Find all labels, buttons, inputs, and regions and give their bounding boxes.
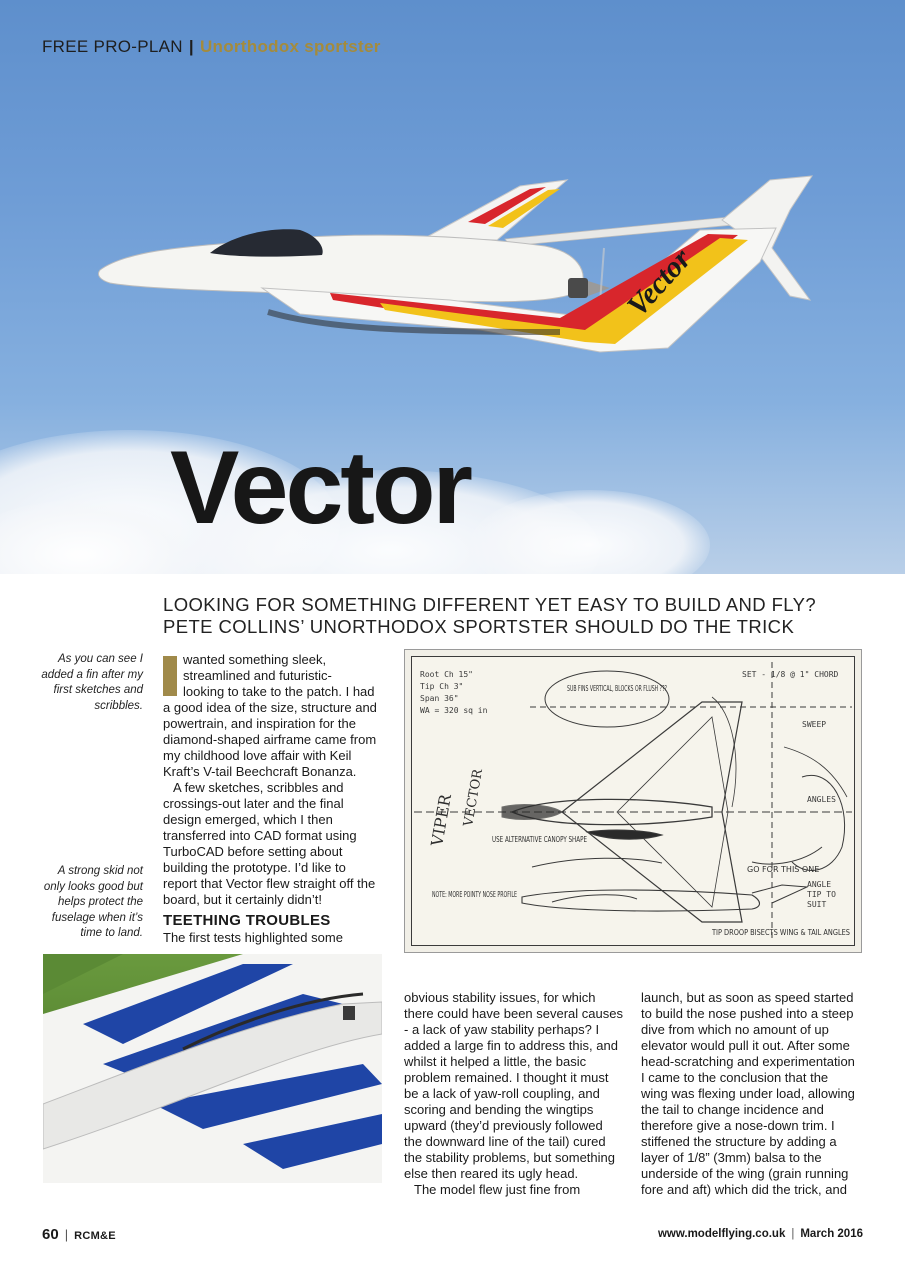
sketch-caption: As you can see I added a fin after my fi… <box>40 652 143 714</box>
body-line: looking to take to the patch. I had <box>183 684 375 699</box>
sketch-note: SUB FINS VERTICAL, BLOCKS OR FLUSH ??? <box>567 684 667 693</box>
wing-detail-photo <box>43 954 382 1183</box>
sketch-note: GO FOR THIS ONE <box>747 865 819 874</box>
svg-text:TIP TO: TIP TO <box>807 890 836 899</box>
svg-text:SET - 1/8 @ 1" CHORD: SET - 1/8 @ 1" CHORD <box>742 670 839 679</box>
svg-text:Root Ch 15": Root Ch 15" <box>420 670 473 679</box>
body-line: a good idea of the size, structure and <box>163 700 377 715</box>
sketch-note: NOTE: MORE POINTY NOSE PROFILE <box>432 890 517 899</box>
cloud <box>470 490 710 574</box>
caption-line: As you can see I <box>57 653 143 665</box>
svg-text:Tip Ch 3": Tip Ch 3" <box>420 682 463 691</box>
body-line: The first tests highlighted some <box>163 930 343 945</box>
footer-right: www.modelflying.co.uk|March 2016 <box>657 1228 863 1240</box>
body-line: wanted something sleek, <box>183 652 327 667</box>
body-line: stiffened the structure by adding a <box>641 1134 837 1149</box>
model-plane-illustration: Vector <box>97 175 813 353</box>
svg-text:WA = 320 sq in: WA = 320 sq in <box>420 706 488 715</box>
sketch-frame: Root Ch 15" Tip Ch 3" Span 36" WA = 320 … <box>411 656 855 946</box>
caption-line: time to land. <box>80 927 143 939</box>
body-line: diamond-shaped airframe came from <box>163 732 377 747</box>
footer-left: 60|RCM&E <box>42 1226 116 1243</box>
body-line: the stability problems, but something <box>404 1150 615 1165</box>
standfirst-line: LOOKING FOR SOMETHING DIFFERENT YET EASY… <box>163 594 817 615</box>
body-column-2: obvious stability issues, for which ther… <box>404 990 629 1198</box>
body-line: to build the nose pushed into a steep <box>641 1006 854 1021</box>
caption-line: helps protect the <box>57 896 143 908</box>
body-line: I came to the conclusion that the <box>641 1070 829 1085</box>
svg-text:ANGLES: ANGLES <box>807 795 836 804</box>
body-line: added a large fin to address this, and <box>404 1038 618 1053</box>
body-line: report that Vector flew straight off the <box>163 876 376 891</box>
section-separator: | <box>188 37 194 56</box>
caption-line: A strong skid not <box>57 865 143 877</box>
body-line: else then reared its ugly head. <box>404 1166 579 1181</box>
body-line: building the prototype. I’d like to <box>163 860 346 875</box>
body-line: A few sketches, scribbles and <box>173 780 344 795</box>
section-topic: Unorthodox sportster <box>199 37 381 56</box>
svg-text:Span 36": Span 36" <box>420 694 459 703</box>
standfirst-line: PETE COLLINS’ UNORTHODOX SPORTSTER SHOUL… <box>163 616 795 637</box>
body-line: be a lack of yaw-roll coupling, and <box>404 1086 600 1101</box>
body-line: powertrain, and inspiration for the <box>163 716 356 731</box>
body-line: crossings-out later and the final <box>163 796 344 811</box>
body-column-3: launch, but as soon as speed started to … <box>641 990 866 1198</box>
body-line: wing was flexing under load, allowing <box>641 1086 855 1101</box>
caption-line: scribbles. <box>94 699 143 712</box>
body-line: my childhood love affair with Keil <box>163 748 352 763</box>
section-header: FREE PRO-PLAN | Unorthodox sportster <box>42 37 381 57</box>
hero-photo: Vector FREE PRO-PLAN | Unorthodox sportste… <box>0 0 905 574</box>
body-line: fore and aft) which did the trick, and <box>641 1182 847 1197</box>
body-line: the tail to change incidence and <box>641 1102 824 1117</box>
sketch-drawing: Root Ch 15" Tip Ch 3" Span 36" WA = 320 … <box>414 662 852 942</box>
article-title: Vector <box>170 430 473 546</box>
sketch-note: USE ALTERNATIVE CANOPY SHAPE <box>492 835 587 844</box>
body-line: underside of the wing (grain running <box>641 1166 849 1181</box>
body-line: design emerged, which I then <box>163 812 333 827</box>
body-line: Kraft’s V-tail Beechcraft Bonanza. <box>163 764 357 779</box>
page-number: 60 <box>42 1226 59 1243</box>
caption-line: added a fin after my <box>41 668 143 681</box>
svg-text:ANGLE: ANGLE <box>807 880 831 889</box>
body-line: therefore give a nose-down trim. I <box>641 1118 835 1133</box>
body-line: - a lack of yaw stability perhaps? I <box>404 1022 600 1037</box>
body-line: upward (they’d previously followed <box>404 1118 603 1133</box>
design-sketch: Root Ch 15" Tip Ch 3" Span 36" WA = 320 … <box>404 649 862 953</box>
body-line: elevator would pull it out. After some <box>641 1038 850 1053</box>
body-line: The model flew just fine from <box>414 1182 581 1197</box>
subheading: TEETHING TROUBLES <box>163 912 331 929</box>
skid-caption: A strong skid not only looks good but he… <box>40 864 143 942</box>
body-column-1: wanted something sleek, streamlined and … <box>163 652 393 946</box>
body-line: TurboCAD before setting about <box>163 844 343 859</box>
wing-illustration <box>43 954 382 1183</box>
standfirst: LOOKING FOR SOMETHING DIFFERENT YET EASY… <box>163 594 863 638</box>
caption-line: first sketches and <box>53 684 143 696</box>
sketch-note: TIP DROOP BISECTS WING & TAIL ANGLES <box>711 928 850 937</box>
body-line: layer of 1/8” (3mm) balsa to the <box>641 1150 822 1165</box>
drop-cap <box>163 656 177 696</box>
body-line: board, but it certainly didn’t! <box>163 892 322 907</box>
caption-line: only looks good but <box>43 880 143 893</box>
body-line: dive from which no amount of up <box>641 1022 829 1037</box>
section-label: FREE PRO-PLAN <box>42 37 183 56</box>
body-line: transferred into CAD format using <box>163 828 357 843</box>
sketch-note-vector: VECTOR <box>461 767 486 829</box>
issue-date: March 2016 <box>800 1228 863 1240</box>
magazine-name: RCM&E <box>74 1230 116 1242</box>
body-line: launch, but as soon as speed started <box>641 990 854 1005</box>
svg-text:SUIT: SUIT <box>807 900 826 909</box>
body-line: scoring and bending the wingtips <box>404 1102 594 1117</box>
caption-line: fuselage when it’s <box>51 911 143 924</box>
svg-text:SWEEP: SWEEP <box>802 720 826 729</box>
sketch-note-viper: VIPER <box>427 792 455 849</box>
body-line: streamlined and futuristic- <box>183 668 332 683</box>
body-line: problem remained. I thought it must <box>404 1070 609 1085</box>
body-line: there could have been several causes <box>404 1006 623 1021</box>
body-line: whilst it helped a little, the basic <box>404 1054 587 1069</box>
body-line: obvious stability issues, for which <box>404 990 596 1005</box>
website-url: www.modelflying.co.uk <box>657 1228 786 1240</box>
body-line: head-scratching and experimentation <box>641 1054 855 1069</box>
body-line: the downward line of the tail) cured <box>404 1134 606 1149</box>
